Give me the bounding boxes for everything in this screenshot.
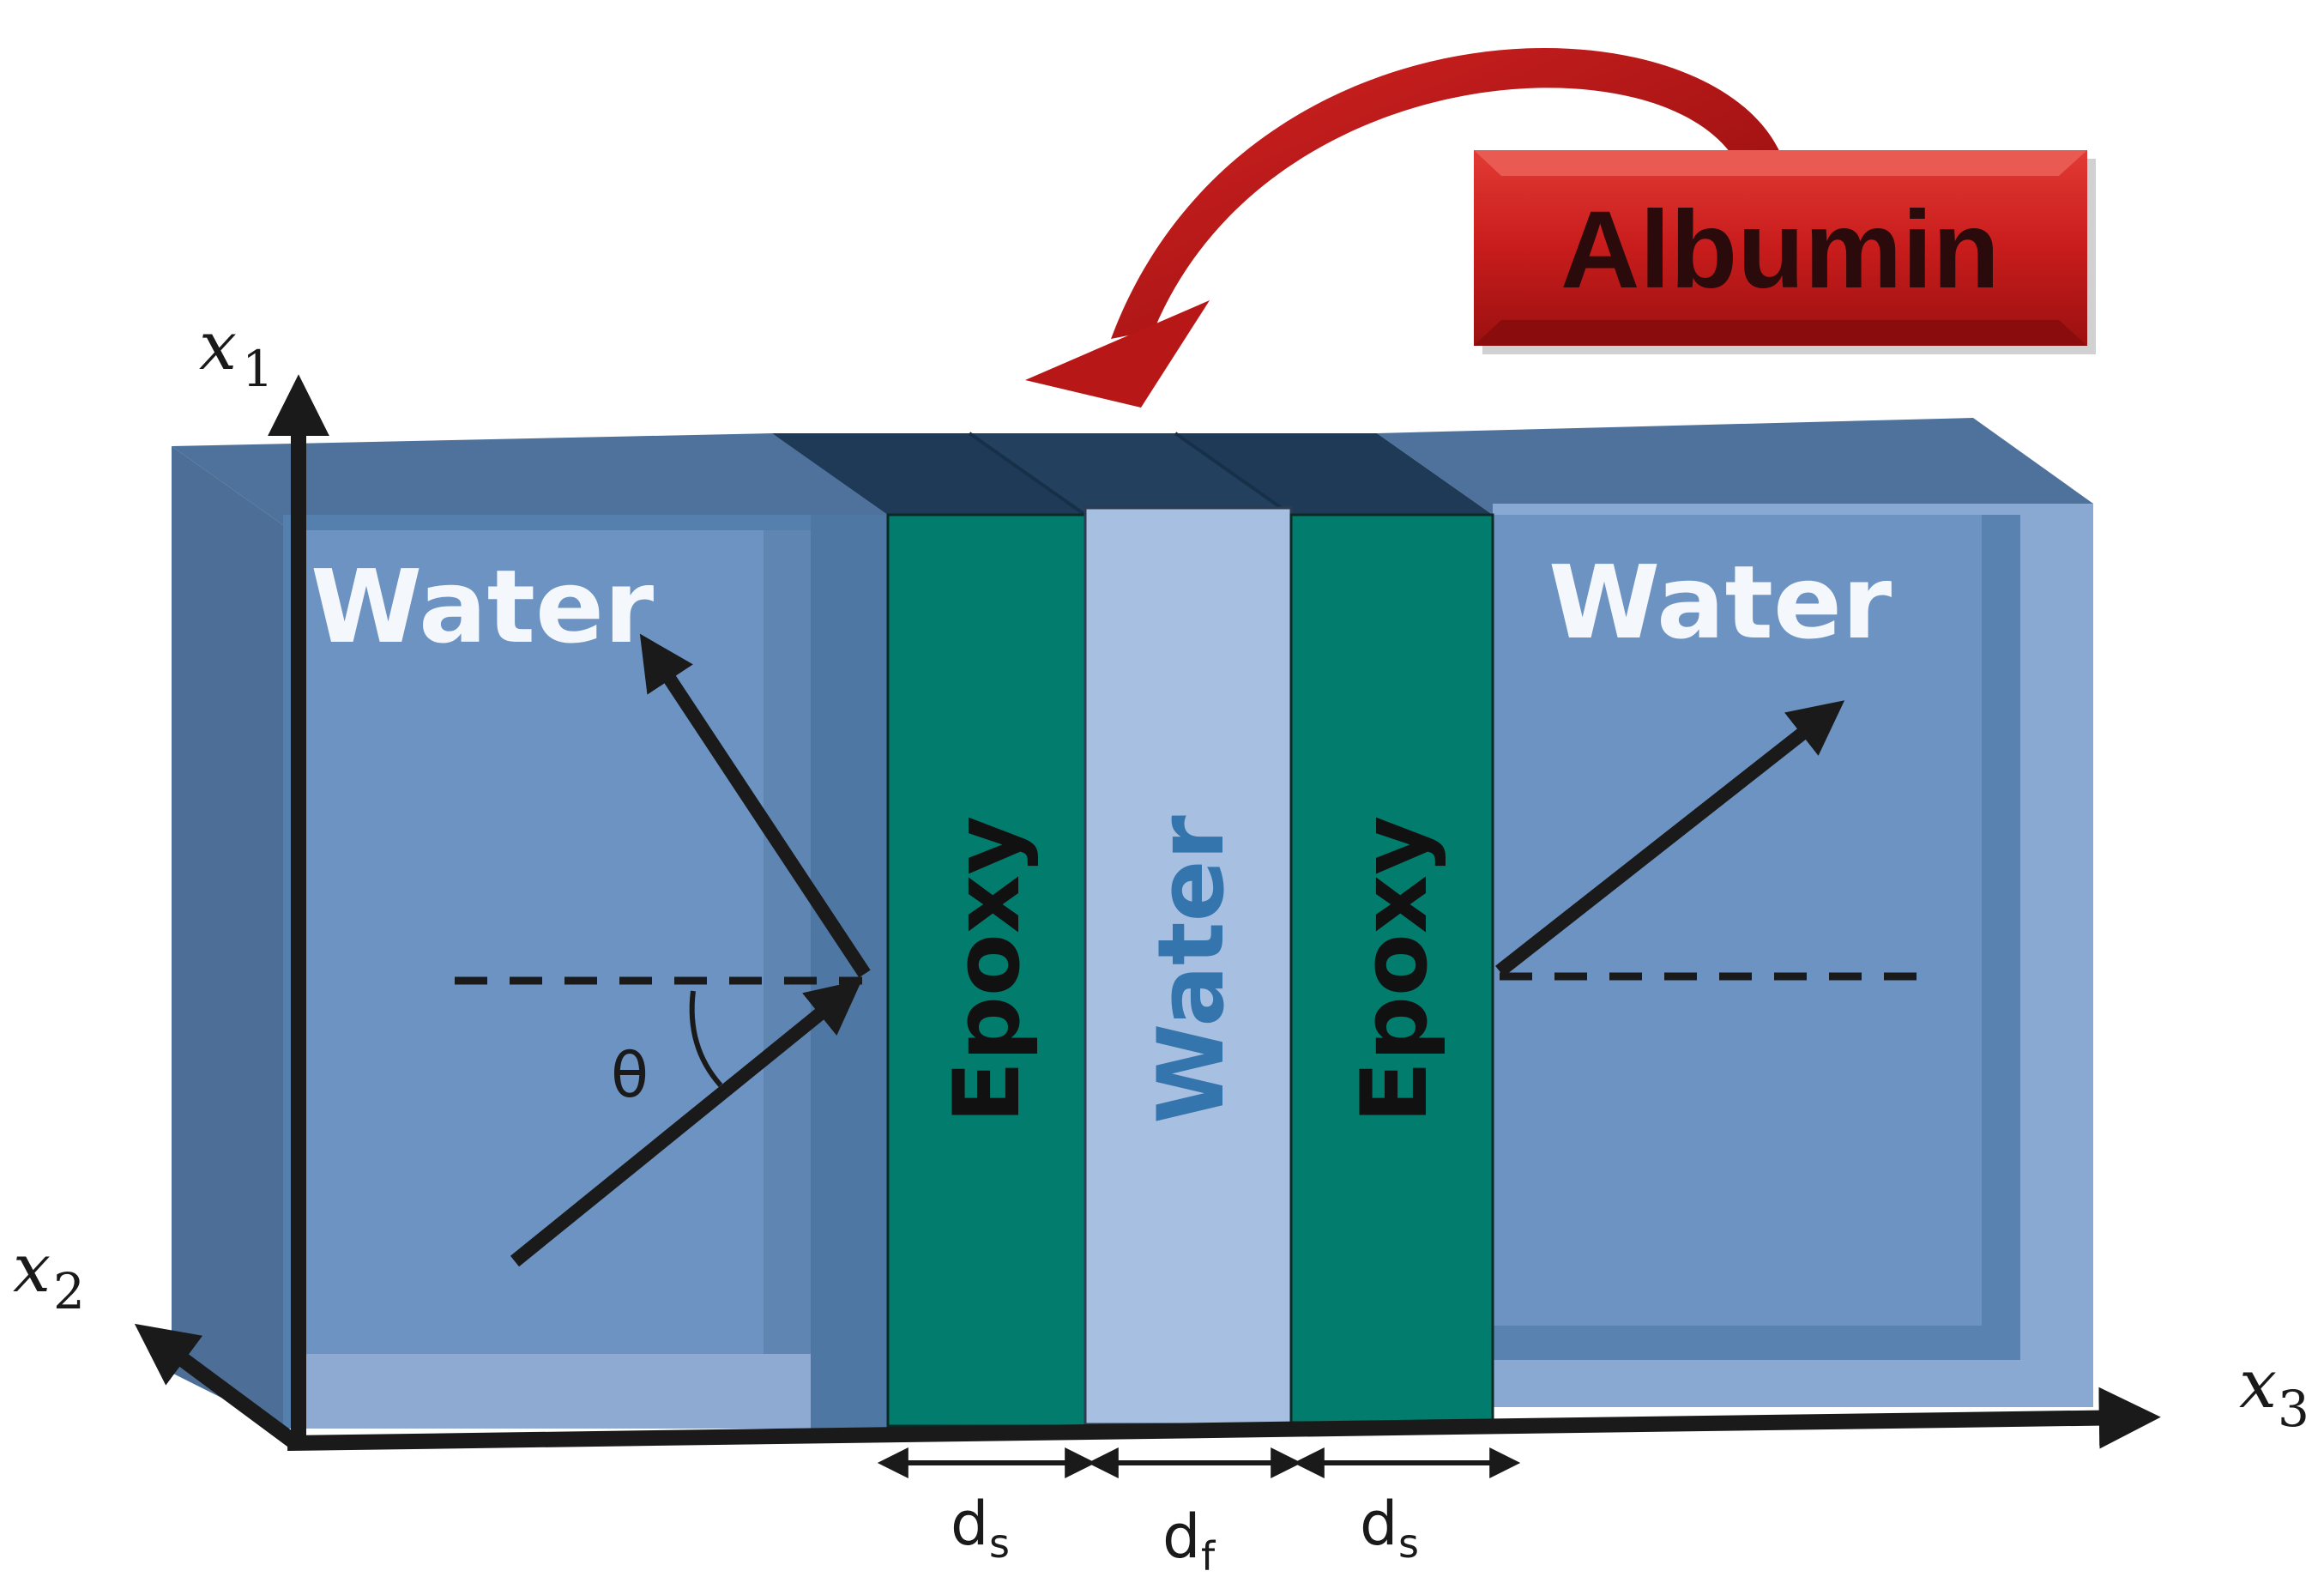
water-core-layer: [1084, 506, 1293, 1426]
theta-arc: [689, 990, 723, 1087]
ds-right-label: d: [1360, 1489, 1397, 1559]
df-subscript: f: [1201, 1533, 1216, 1580]
theta-label: θ: [611, 1039, 649, 1111]
incident-wave-arrow: [510, 979, 862, 1267]
ds-left-label: d: [951, 1489, 988, 1559]
water-core-top-face: [969, 433, 1291, 515]
albumin-box-body: [1474, 150, 2087, 346]
x2-axis-label: x: [13, 1230, 51, 1308]
ds-left-subscript: s: [989, 1520, 1010, 1567]
x1-axis-subscript: 1: [242, 340, 274, 398]
right-tank-top-face: [1377, 418, 2093, 515]
left-tank-left-face: [172, 446, 283, 1429]
coordinate-axes: x 1 x 2 x 3: [13, 308, 2309, 1451]
wave-arrows: [510, 633, 1845, 1267]
x2-axis: [134, 1323, 299, 1448]
df-label: d: [1162, 1501, 1200, 1572]
transmitted-wave-arrow: [1495, 700, 1845, 977]
albumin-box-bevel-top: [1474, 150, 2087, 176]
albumin-box: Albumin: [1474, 150, 2096, 354]
water-right-label: Water: [1548, 543, 1892, 662]
water-core-label: Water: [1138, 815, 1244, 1124]
water-left-label: Water: [311, 547, 654, 666]
epoxy-right-label: Epoxy: [1342, 816, 1447, 1124]
x3-axis-label: x: [2239, 1346, 2277, 1423]
layer-stack: Epoxy Water Epoxy: [772, 432, 1494, 1428]
albumin-curved-arrow: [1025, 47, 1784, 408]
x1-axis-label: x: [199, 308, 237, 385]
epoxy-right-layer: [1289, 513, 1494, 1424]
right-tank-inner: [1493, 515, 2020, 1360]
left-tank-inner-right-wall: [764, 530, 811, 1354]
ds-right-subscript: s: [1398, 1520, 1419, 1567]
albumin-label: Albumin: [1560, 189, 2000, 311]
top-face-divider-1: [968, 432, 1087, 517]
left-tank-bottom-ledge: [296, 1354, 892, 1429]
left-tank-inner: [296, 530, 811, 1354]
x3-axis: [287, 1387, 2161, 1451]
epoxy-left-top-face: [772, 433, 1085, 515]
x3-axis-subscript: 3: [2278, 1380, 2309, 1438]
albumin-box-bevel-bottom: [1474, 320, 2087, 346]
right-tank-inner-bottom: [1493, 1326, 2020, 1360]
x2-axis-subscript: 2: [53, 1262, 85, 1320]
thickness-dimensions: d s d f d s: [877, 1447, 1521, 1580]
left-tank-top-face: [172, 433, 892, 525]
left-water-tank: [172, 433, 892, 1429]
reflected-wave-arrow: [639, 633, 871, 978]
red-arrow-shaft: [1111, 47, 1784, 339]
right-water-tank: [1377, 418, 2093, 1407]
epoxy-right-top-face: [1175, 433, 1493, 515]
left-tank-right-rim: [811, 515, 892, 1429]
epoxy-left-label: Epoxy: [934, 816, 1040, 1124]
red-arrow-head: [1025, 300, 1210, 408]
right-tank-inner-right: [1982, 515, 2020, 1360]
top-face-divider-2: [1174, 432, 1293, 517]
